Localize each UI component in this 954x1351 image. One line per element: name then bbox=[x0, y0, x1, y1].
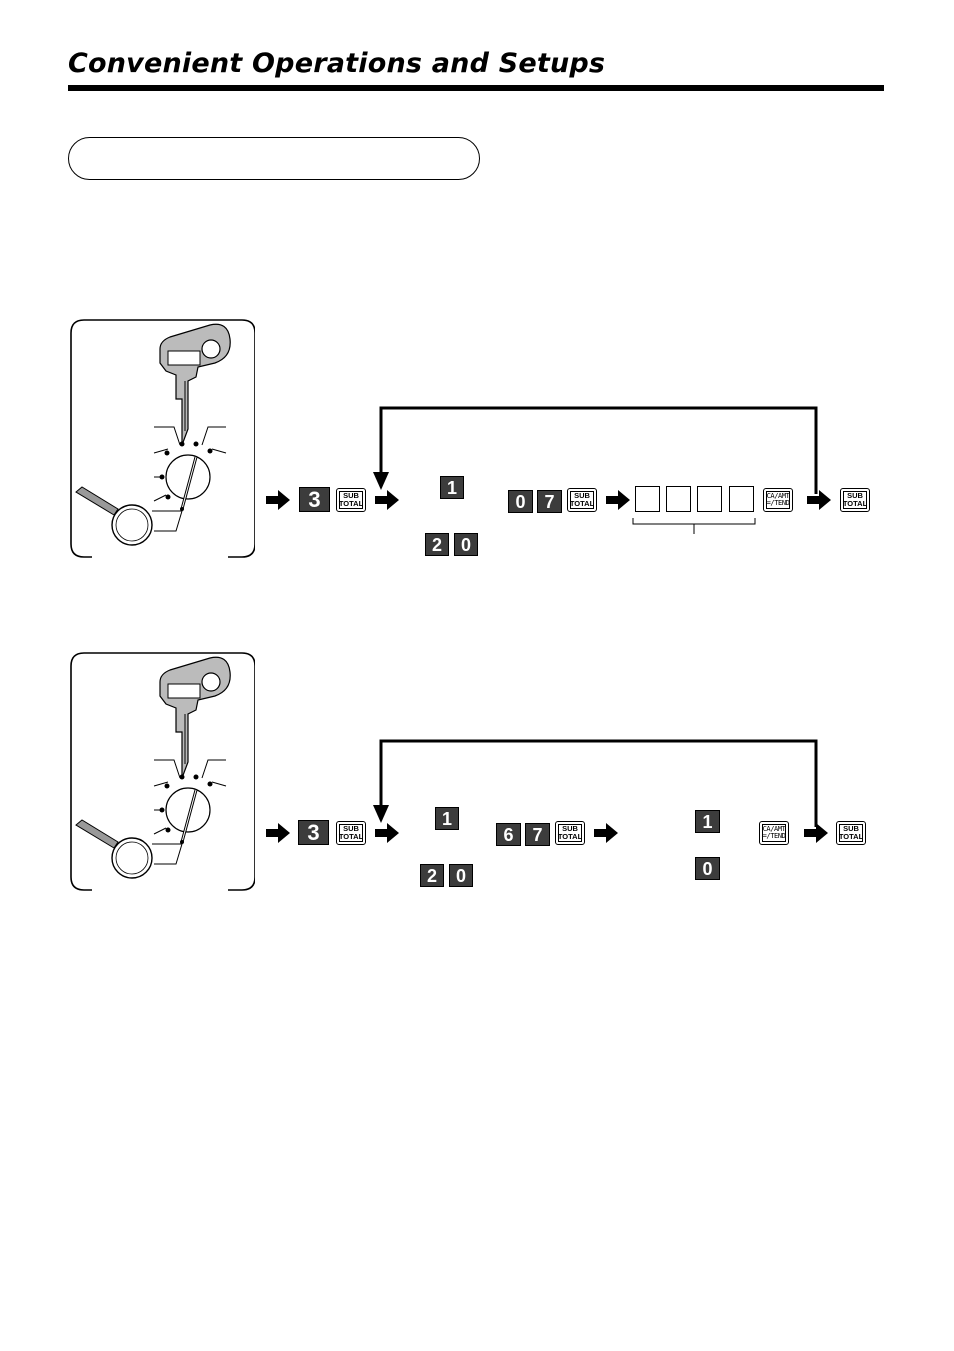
ca-amt-tend-key[interactable]: CA/AMT=/TEND bbox=[763, 488, 793, 512]
key-1[interactable]: 1 bbox=[435, 807, 459, 830]
mode-switch-panel bbox=[70, 319, 255, 558]
key-2[interactable]: 2 bbox=[420, 864, 444, 887]
key-label: SUB bbox=[343, 824, 359, 834]
loop-back-arrow-icon bbox=[373, 406, 818, 494]
key-3[interactable]: 3 bbox=[299, 487, 330, 512]
arrow-right-icon bbox=[266, 490, 290, 510]
mode-switch-icon bbox=[152, 759, 227, 865]
key-label: SUB bbox=[847, 491, 863, 501]
key-label: SUB bbox=[843, 824, 859, 834]
mode-switch-panel bbox=[70, 652, 255, 891]
arrow-right-icon bbox=[804, 823, 828, 843]
entry-bracket bbox=[632, 518, 756, 534]
key-label: TOTAL bbox=[557, 832, 583, 841]
key-label: SUB bbox=[343, 491, 359, 501]
title-rule bbox=[68, 85, 884, 91]
key-label: CA/AMT bbox=[766, 491, 790, 500]
key-icon bbox=[159, 656, 231, 779]
key-label: SUB bbox=[574, 491, 590, 501]
key-label: TOTAL bbox=[338, 832, 364, 841]
page-title: Convenient Operations and Setups bbox=[68, 48, 606, 79]
key-1[interactable]: 1 bbox=[695, 810, 720, 833]
key-2[interactable]: 2 bbox=[425, 533, 449, 556]
key-label: =/TEND bbox=[766, 499, 790, 507]
key-label: TOTAL bbox=[838, 832, 864, 841]
section-heading-box bbox=[68, 137, 480, 180]
key-label: TOTAL bbox=[338, 499, 364, 508]
key-label: TOTAL bbox=[569, 499, 595, 508]
key-3[interactable]: 3 bbox=[298, 820, 329, 845]
ca-amt-tend-key[interactable]: CA/AMT=/TEND bbox=[759, 821, 789, 845]
loop-back-arrow-icon bbox=[373, 739, 818, 827]
entry-box[interactable] bbox=[635, 486, 660, 512]
entry-box[interactable] bbox=[697, 486, 722, 512]
key-7[interactable]: 7 bbox=[537, 490, 562, 513]
key-7[interactable]: 7 bbox=[525, 823, 550, 846]
magnifier-icon bbox=[75, 819, 153, 879]
arrow-right-icon bbox=[594, 823, 618, 843]
key-icon bbox=[159, 323, 231, 446]
key-0[interactable]: 0 bbox=[454, 533, 478, 556]
magnifier-icon bbox=[75, 486, 153, 546]
entry-box[interactable] bbox=[666, 486, 691, 512]
entry-box[interactable] bbox=[729, 486, 754, 512]
arrow-right-icon bbox=[807, 490, 831, 510]
key-label: TOTAL bbox=[842, 499, 868, 508]
arrow-right-icon bbox=[266, 823, 290, 843]
key-0[interactable]: 0 bbox=[508, 490, 533, 513]
arrow-right-icon bbox=[375, 823, 399, 843]
arrow-right-icon bbox=[606, 490, 630, 510]
key-0[interactable]: 0 bbox=[449, 864, 473, 887]
key-label: SUB bbox=[562, 824, 578, 834]
key-6[interactable]: 6 bbox=[496, 823, 521, 846]
key-label: CA/AMT bbox=[762, 824, 786, 833]
key-0[interactable]: 0 bbox=[695, 857, 720, 880]
key-label: =/TEND bbox=[762, 832, 786, 840]
key-1[interactable]: 1 bbox=[440, 476, 464, 499]
mode-switch-icon bbox=[152, 426, 227, 532]
arrow-right-icon bbox=[375, 490, 399, 510]
